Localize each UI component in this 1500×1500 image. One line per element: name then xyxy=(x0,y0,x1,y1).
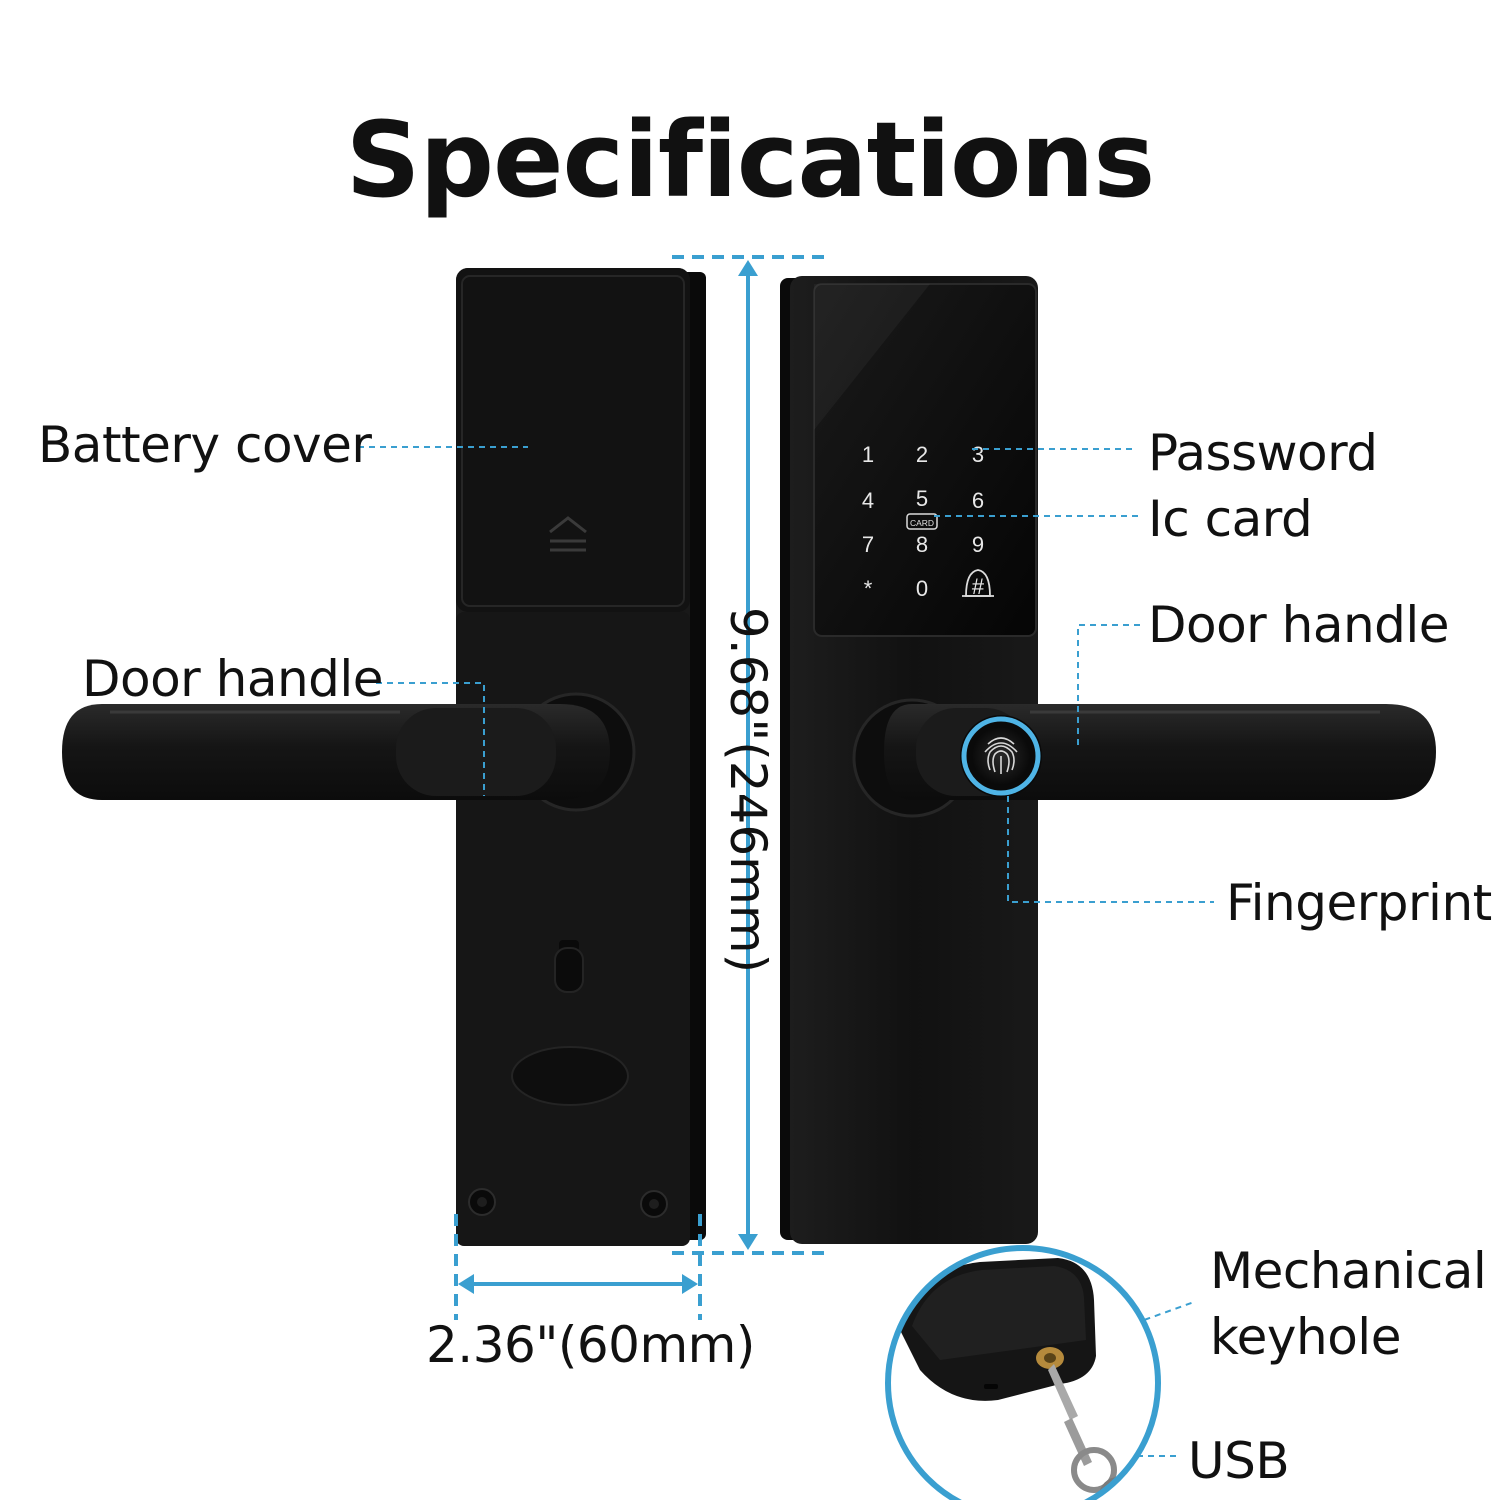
width-dimension-label: 2.36"(60mm) xyxy=(426,1316,755,1374)
right-door-handle xyxy=(852,698,1436,818)
fingerprint-icon xyxy=(984,737,1018,774)
card-badge-text: CARD xyxy=(910,518,934,528)
fingerprint-sensor xyxy=(960,715,1042,797)
keypad-key-6: 6 xyxy=(972,488,984,513)
page-title: Specifications xyxy=(345,99,1156,221)
front-lock-panel: 1 2 3 4 5 6 7 8 9 * 0 # CARD xyxy=(780,276,1436,1244)
keypad-key-1: 1 xyxy=(862,442,874,467)
battery-cover xyxy=(456,268,690,612)
card-badge: CARD xyxy=(906,513,938,530)
keypad-key-4: 4 xyxy=(862,488,874,513)
keypad-key-2: 2 xyxy=(916,442,928,467)
label-mechanical: Mechanical xyxy=(1210,1242,1487,1300)
keypad-key-hash: # xyxy=(972,574,985,599)
keypad-key-3: 3 xyxy=(972,442,984,467)
slide-arrow-icon xyxy=(549,516,587,552)
label-door-handle-right: Door handle xyxy=(1148,596,1450,654)
left-door-handle xyxy=(62,692,636,812)
label-password: Password xyxy=(1148,424,1378,482)
keypad-key-5: 5 xyxy=(916,486,928,511)
dimension-guides xyxy=(454,255,832,1320)
label-door-handle-left: Door handle xyxy=(82,650,384,708)
height-dimension-label: 9.68"(246mm) xyxy=(719,606,777,974)
label-fingerprint: Fingerprint xyxy=(1226,874,1492,932)
label-usb: USB xyxy=(1188,1432,1290,1490)
keypad-glass xyxy=(813,283,1037,637)
back-lock-panel xyxy=(62,268,706,1246)
keypad-keys: 1 2 3 4 5 6 7 8 9 * 0 # xyxy=(862,442,985,601)
keypad-key-7: 7 xyxy=(862,532,874,557)
label-keyhole: keyhole xyxy=(1210,1308,1401,1366)
bell-icon xyxy=(962,569,994,597)
keypad-key-9: 9 xyxy=(972,532,984,557)
label-battery-cover: Battery cover xyxy=(38,416,372,474)
keypad-key-star: * xyxy=(864,576,873,601)
keyhole-usb-inset xyxy=(885,1245,1161,1500)
keypad-key-8: 8 xyxy=(916,532,928,557)
label-ic-card: Ic card xyxy=(1148,490,1313,548)
keypad-key-0: 0 xyxy=(916,576,928,601)
